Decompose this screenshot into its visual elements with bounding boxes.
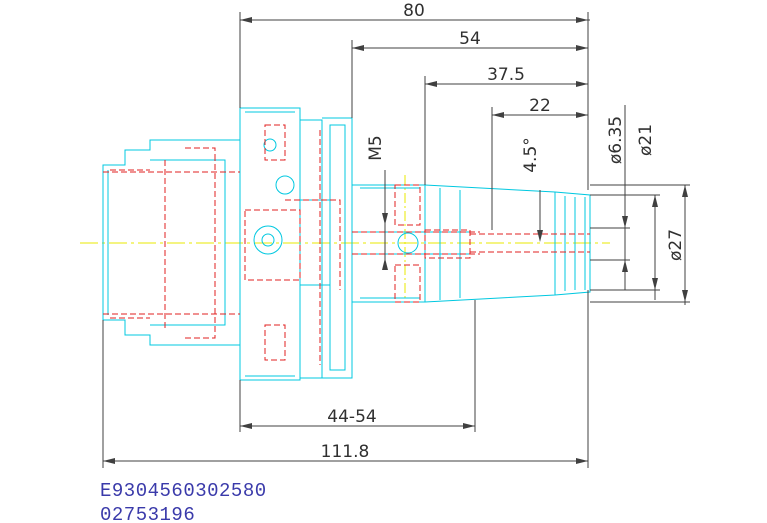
holder-outline [102,107,591,381]
dimension-lines [102,12,690,468]
dia-6-35-label: ø6.35 [606,116,626,164]
dim-44-54-label: 44-54 [327,407,376,427]
dim-111-8-label: 111.8 [321,442,370,462]
thread-m5-label: M5 [366,135,386,160]
dia-27-label: ø27 [666,229,686,261]
dia-21-label: ø21 [636,124,656,156]
arrowheads [103,17,688,464]
order-code: 02753196 [100,504,196,523]
dim-80-label: 80 [403,1,425,21]
dim-54-label: 54 [459,29,481,49]
part-number: E9304560302580 [100,480,267,502]
hidden-lines [103,124,590,365]
angle-label: 4.5° [521,137,541,173]
dim-22-label: 22 [529,96,551,116]
dim-37-5-label: 37.5 [487,65,525,85]
